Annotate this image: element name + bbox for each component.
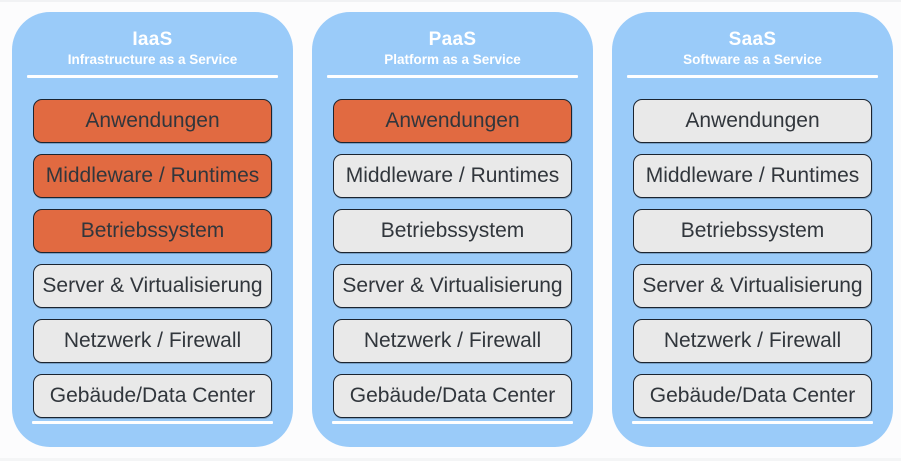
- footer-divider-line: [332, 421, 573, 424]
- column-header: IaaS Infrastructure as a Service: [12, 28, 293, 68]
- service-model-columns: IaaS Infrastructure as a Service Anwendu…: [12, 12, 893, 447]
- column-title: IaaS: [132, 29, 173, 50]
- layer-stack: Anwendungen Middleware / Runtimes Betrie…: [612, 99, 893, 418]
- column-subtitle: Infrastructure as a Service: [67, 52, 238, 67]
- footer-divider-line: [32, 421, 273, 424]
- column-subtitle: Software as a Service: [683, 52, 822, 67]
- layer-box: Middleware / Runtimes: [333, 154, 572, 198]
- layer-label: Netzwerk / Firewall: [63, 329, 242, 352]
- layer-box: Server & Virtualisierung: [333, 264, 572, 308]
- layer-box: Netzwerk / Firewall: [33, 319, 272, 363]
- layer-stack: Anwendungen Middleware / Runtimes Betrie…: [312, 99, 593, 418]
- layer-box: Netzwerk / Firewall: [333, 319, 572, 363]
- layer-label: Server & Virtualisierung: [342, 274, 563, 297]
- column-title: PaaS: [428, 29, 477, 50]
- layer-label: Server & Virtualisierung: [42, 274, 263, 297]
- column-header: SaaS Software as a Service: [612, 28, 893, 68]
- service-column-saas: SaaS Software as a Service Anwendungen M…: [612, 12, 893, 447]
- layer-box: Anwendungen: [633, 99, 872, 143]
- column-subtitle: Platform as a Service: [384, 52, 521, 67]
- layer-label: Anwendungen: [685, 109, 820, 132]
- layer-label: Betriebssystem: [380, 219, 525, 242]
- layer-box: Middleware / Runtimes: [633, 154, 872, 198]
- layer-box: Gebäude/Data Center: [333, 374, 572, 418]
- layer-label: Betriebssystem: [80, 219, 225, 242]
- layer-box: Betriebssystem: [333, 209, 572, 253]
- layer-label: Middleware / Runtimes: [45, 164, 260, 187]
- service-column-paas: PaaS Platform as a Service Anwendungen M…: [312, 12, 593, 447]
- column-header: PaaS Platform as a Service: [312, 28, 593, 68]
- layer-box: Server & Virtualisierung: [633, 264, 872, 308]
- layer-box: Anwendungen: [333, 99, 572, 143]
- layer-label: Anwendungen: [85, 109, 220, 132]
- layer-label: Netzwerk / Firewall: [663, 329, 842, 352]
- layer-box: Middleware / Runtimes: [33, 154, 272, 198]
- column-title: SaaS: [728, 29, 777, 50]
- header-divider-line: [627, 75, 878, 78]
- layer-label: Middleware / Runtimes: [645, 164, 860, 187]
- service-column-iaas: IaaS Infrastructure as a Service Anwendu…: [12, 12, 293, 447]
- layer-box: Gebäude/Data Center: [633, 374, 872, 418]
- layer-stack: Anwendungen Middleware / Runtimes Betrie…: [12, 99, 293, 418]
- layer-box: Netzwerk / Firewall: [633, 319, 872, 363]
- layer-box: Gebäude/Data Center: [33, 374, 272, 418]
- layer-label: Gebäude/Data Center: [649, 384, 856, 407]
- header-divider-line: [27, 75, 278, 78]
- layer-box: Anwendungen: [33, 99, 272, 143]
- header-divider-line: [327, 75, 578, 78]
- layer-label: Anwendungen: [385, 109, 520, 132]
- layer-label: Gebäude/Data Center: [349, 384, 556, 407]
- layer-box: Server & Virtualisierung: [33, 264, 272, 308]
- layer-label: Server & Virtualisierung: [642, 274, 863, 297]
- layer-label: Gebäude/Data Center: [49, 384, 256, 407]
- footer-divider-line: [632, 421, 873, 424]
- layer-box: Betriebssystem: [633, 209, 872, 253]
- layer-label: Netzwerk / Firewall: [363, 329, 542, 352]
- layer-box: Betriebssystem: [33, 209, 272, 253]
- layer-label: Middleware / Runtimes: [345, 164, 560, 187]
- layer-label: Betriebssystem: [680, 219, 825, 242]
